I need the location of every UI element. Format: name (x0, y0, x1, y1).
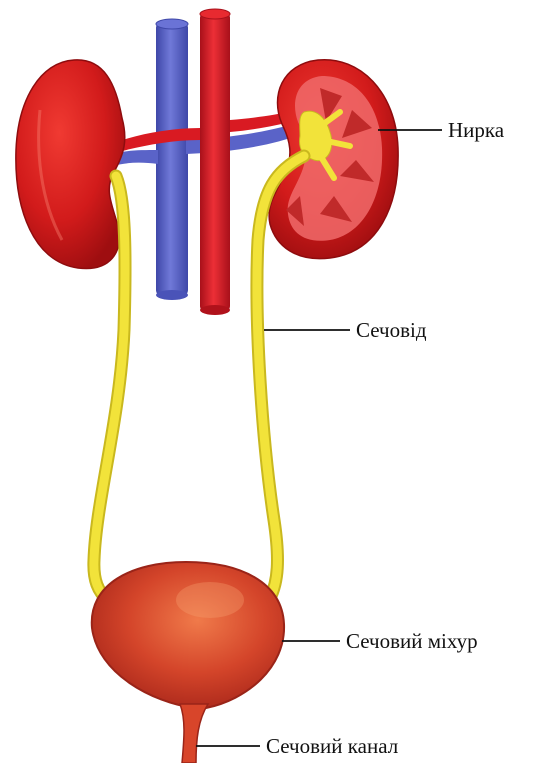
urethra (180, 704, 208, 763)
bladder (92, 562, 284, 708)
left-kidney (16, 60, 125, 269)
kidney-label: Нирка (448, 120, 504, 141)
urethra-label: Сечовий канал (266, 736, 398, 757)
ureter-label: Сечовід (356, 320, 427, 341)
bladder-label: Сечовий міхур (346, 631, 478, 652)
